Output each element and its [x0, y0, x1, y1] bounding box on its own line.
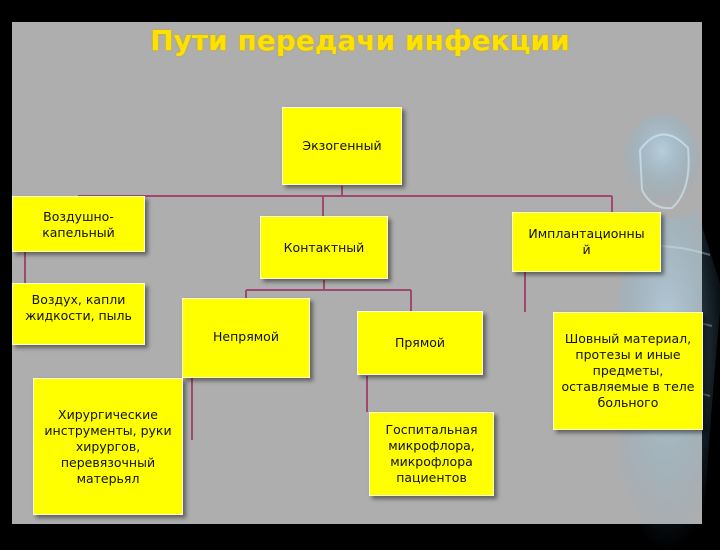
node-direct-label: Прямой: [394, 335, 446, 350]
node-flora-label: Госпитальная микрофлора, микрофлора паци…: [385, 422, 478, 485]
node-airborne: Воздушно- капельный: [12, 196, 145, 252]
node-direct: Прямой: [357, 311, 483, 375]
node-indirect-label: Непрямой: [213, 329, 279, 344]
node-implant: Имплантационны й: [512, 212, 661, 272]
node-airborne-label: Воздушно- капельный: [42, 209, 115, 240]
node-contact-label: Контактный: [283, 239, 365, 255]
node-instruments: Хирургические инструменты, руки хирургов…: [33, 378, 183, 515]
node-indirect: Непрямой: [182, 298, 310, 378]
node-air-drops-label: Воздух, капли жидкости, пыль: [25, 292, 132, 323]
node-exogenous: Экзогенный: [282, 107, 402, 185]
node-exogenous-label: Экзогенный: [302, 138, 382, 153]
slide-title: Пути передачи инфекции: [150, 24, 570, 57]
node-flora: Госпитальная микрофлора, микрофлора паци…: [369, 412, 494, 496]
node-contact: Контактный: [260, 216, 388, 279]
node-suture-label: Шовный материал, протезы и иные предметы…: [561, 331, 695, 410]
node-suture: Шовный материал, протезы и иные предметы…: [553, 312, 703, 430]
node-instruments-label: Хирургические инструменты, руки хирургов…: [44, 406, 172, 486]
node-implant-label: Имплантационны й: [528, 226, 645, 257]
node-air-drops: Воздух, капли жидкости, пыль: [12, 283, 145, 345]
